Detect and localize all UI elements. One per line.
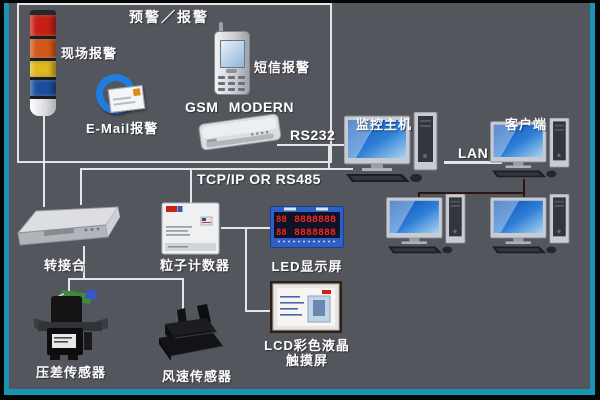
envelope-icon [107, 84, 146, 114]
bus-drop-particle [190, 168, 192, 203]
sensor-branch-link [68, 278, 184, 280]
bus-label: TCP/IP OR RS485 [197, 171, 321, 187]
edge-black-left [0, 0, 4, 400]
rs232-label: RS232 [290, 127, 336, 143]
edge-black-bottom [0, 395, 600, 400]
led-display-device: 88 8888888 88 8888888 [270, 206, 344, 248]
email-icon [94, 74, 148, 118]
client-computer-2 [386, 194, 466, 254]
bus-drop-adapter [80, 168, 82, 205]
pressure-sensor-device [34, 289, 108, 360]
tower-to-adapter-link [43, 112, 45, 207]
alarm-group-frame [17, 3, 332, 163]
edge-teal-right [590, 0, 595, 396]
edge-black-top [0, 0, 600, 3]
particle-counter-label: 粒子计数器 [159, 258, 230, 273]
pressure-drop [68, 278, 70, 291]
led-row1-left: 88 [276, 215, 287, 225]
wind-sensor-label: 风速传感器 [161, 369, 232, 384]
lcd-touchscreen-device [270, 281, 342, 333]
client-computer-3 [490, 194, 570, 254]
adapter-down-link [83, 246, 85, 280]
adapter-device [16, 206, 120, 246]
onsite-alarm-label: 现场报警 [61, 46, 118, 61]
led-display-label: LED显示屏 [271, 259, 343, 274]
lcd-touch-label-line2: 触摸屏 [285, 353, 328, 368]
led-row1-right: 8888888 [294, 215, 336, 225]
wind-drop [182, 278, 184, 309]
adapter-label: 转接合 [43, 258, 86, 273]
diagram-title: 预警／报警 [129, 9, 209, 25]
particle-to-lcd-hlink [245, 310, 272, 312]
gsm-modem-icon [198, 113, 282, 151]
pressure-sensor-label: 压差传感器 [35, 365, 106, 380]
email-alarm-label: E-Mail报警 [86, 121, 159, 136]
client-down-link [523, 179, 525, 192]
sms-alarm-label: 短信报警 [254, 60, 311, 75]
mobile-phone-icon [214, 22, 252, 95]
particle-to-lcd-vlink [245, 227, 247, 312]
wind-sensor-device [159, 304, 224, 361]
bus-link [80, 168, 353, 170]
rs232-bus-stub [328, 144, 330, 170]
edge-teal-bottom [4, 389, 595, 395]
client-label: 客户端 [504, 117, 547, 132]
lcd-touch-label-line1: LCD彩色液晶 [264, 338, 350, 353]
lan-link [444, 161, 502, 164]
gsm-modem-label: GSM MODERN [185, 99, 294, 115]
tower-light-icon [30, 10, 56, 116]
host-label: 监控主机 [355, 117, 412, 132]
rs232-link [277, 144, 353, 146]
led-row2-left: 88 [276, 228, 287, 238]
led-row2-right: 8888888 [294, 228, 336, 238]
lan-label: LAN [458, 145, 489, 161]
edge-teal-left [4, 0, 9, 396]
edge-black-right [595, 0, 600, 400]
particle-counter-device [161, 202, 220, 255]
client-branch-link [418, 192, 525, 194]
